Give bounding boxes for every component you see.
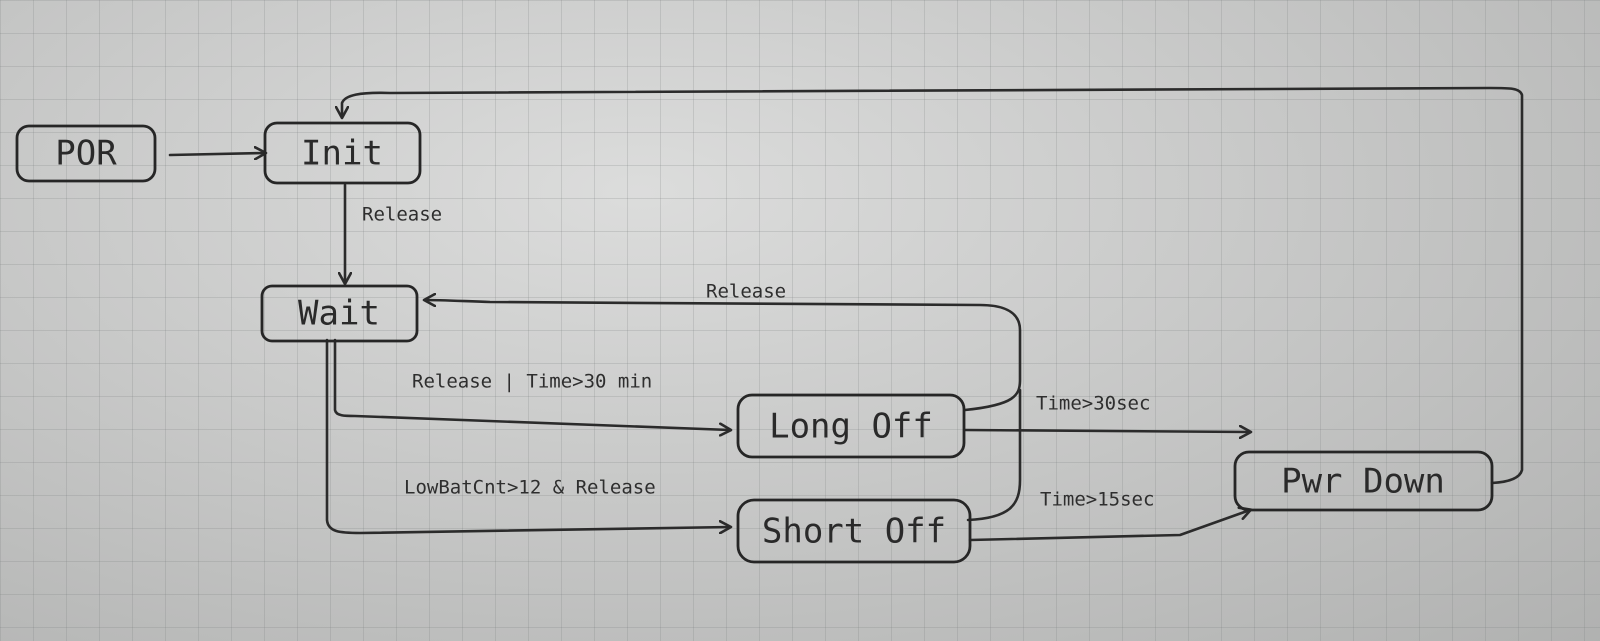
label-wait-to-short: LowBatCnt>12 & Release (404, 477, 656, 499)
state-pwr-down-label: Pwr Down (1281, 462, 1445, 502)
state-long-off-label: Long Off (769, 407, 933, 447)
label-short-to-pwr: Time>15sec (1040, 489, 1154, 511)
state-short-off: Short Off (736, 498, 972, 564)
edge-long-to-wait (425, 300, 1022, 412)
state-pwr-down: Pwr Down (1233, 450, 1494, 512)
label-long-to-pwr: Time>30sec (1036, 393, 1150, 415)
edge-pwr-to-init (342, 86, 1524, 485)
edge-short-to-init-loop (966, 388, 1022, 522)
label-wait-to-long: Release | Time>30 min (412, 371, 652, 393)
state-init-box (263, 121, 422, 185)
state-short-off-label: Short Off (762, 512, 946, 552)
state-wait-label: Wait (298, 294, 380, 334)
edge-wait-to-short (325, 338, 730, 535)
state-init: Init (263, 121, 422, 185)
edge-long-to-pwr (963, 430, 1250, 432)
state-short-off-box (736, 498, 972, 564)
label-long-to-wait: Release (706, 281, 786, 303)
state-init-label: Init (301, 134, 383, 174)
state-wait-box (260, 284, 419, 343)
label-init-to-wait: Release (362, 204, 442, 226)
state-long-off: Long Off (736, 393, 966, 459)
state-pwr-down-box (1233, 450, 1494, 512)
edge-wait-to-long (333, 338, 730, 430)
edge-short-to-pwr (968, 510, 1250, 542)
state-por: POR (15, 124, 157, 183)
state-wait: Wait (260, 284, 419, 343)
edge-por-to-init (168, 153, 265, 155)
state-por-label: POR (55, 134, 117, 174)
state-por-box (15, 124, 157, 183)
state-long-off-box (736, 393, 966, 459)
